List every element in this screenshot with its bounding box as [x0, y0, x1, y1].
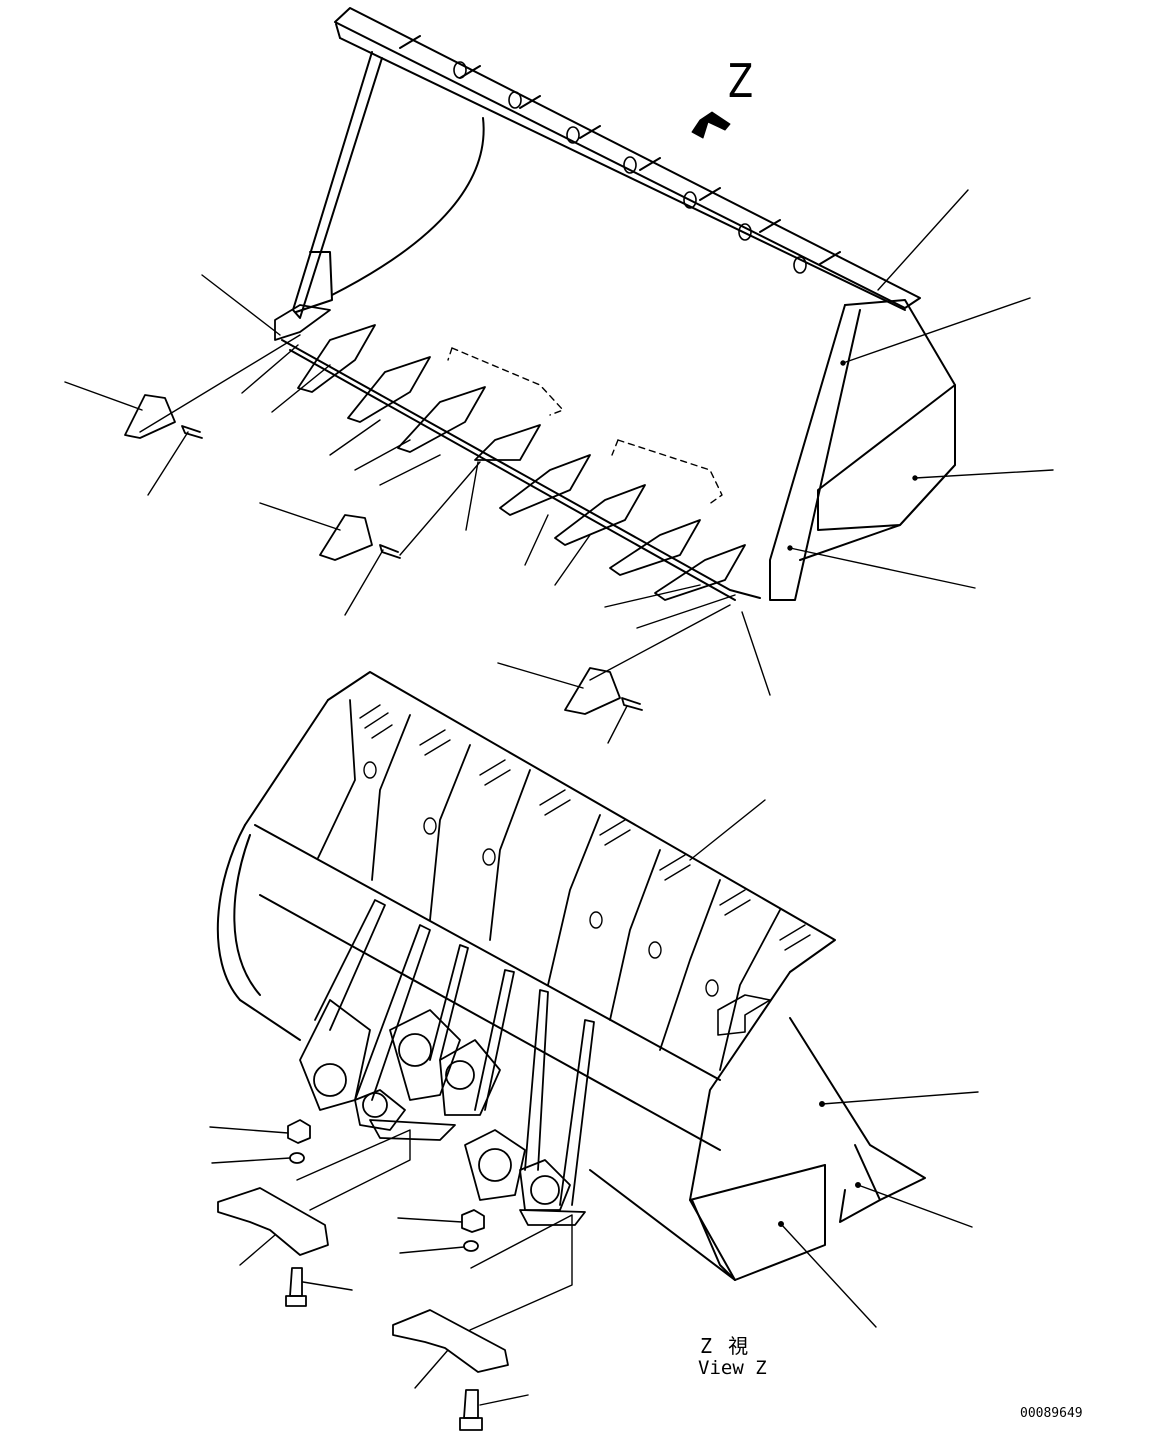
view-label-en: View Z — [698, 1357, 767, 1379]
loose-parts-lower — [217, 1119, 509, 1431]
hinge-brackets — [299, 899, 595, 1226]
view-z-letter: Z — [728, 54, 754, 108]
diagram-number: 00089649 — [1020, 1406, 1083, 1421]
view-z-arrow-icon — [691, 111, 731, 139]
upper-bucket — [274, 7, 956, 601]
loose-parts-upper — [124, 394, 643, 715]
lower-bucket — [216, 671, 926, 1281]
view-label-jp: Z 視 — [700, 1334, 751, 1358]
teeth-row — [274, 304, 746, 601]
leader-lines — [64, 189, 1054, 1406]
